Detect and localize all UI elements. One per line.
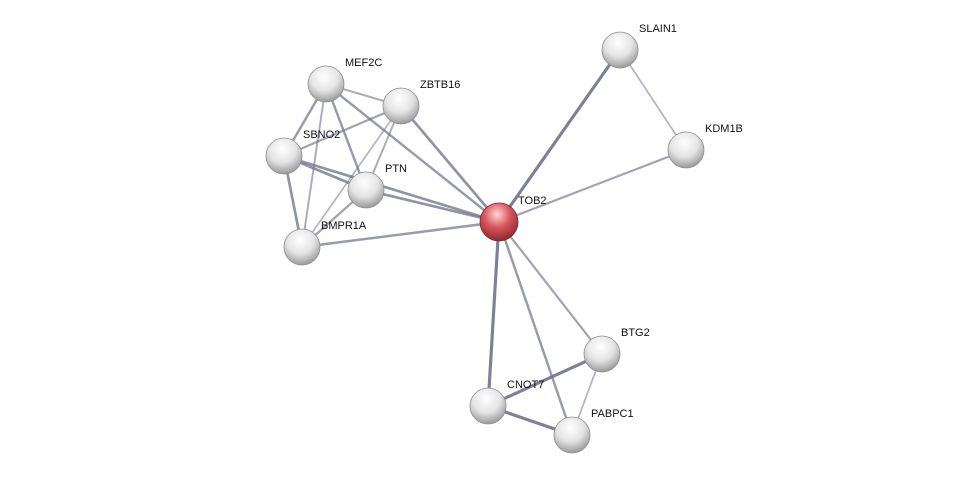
edge-zbtb16-bmpr1a[interactable] (301, 105, 402, 248)
node-label: ZBTB16 (420, 79, 460, 91)
node-sphere[interactable] (553, 416, 591, 454)
edge-tob2-ptn[interactable] (365, 188, 500, 224)
node-sbno2[interactable]: SBNO2 (265, 129, 340, 175)
node-sphere[interactable] (283, 228, 321, 266)
node-tob2[interactable]: TOB2 (479, 195, 547, 242)
node-btg2[interactable]: BTG2 (583, 327, 650, 373)
node-mef2c[interactable]: MEF2C (307, 57, 382, 103)
edge-tob2-slain1[interactable] (497, 49, 622, 223)
node-sphere[interactable] (601, 31, 639, 69)
node-label: KDM1B (705, 123, 743, 135)
node-sphere[interactable] (307, 65, 345, 103)
node-sphere[interactable] (667, 131, 705, 169)
node-slain1[interactable]: SLAIN1 (601, 23, 677, 69)
edge-mef2c-ptn[interactable] (324, 83, 368, 191)
node-ptn[interactable]: PTN (347, 163, 407, 209)
edge-tob2-sbno2[interactable] (283, 154, 500, 224)
node-label: BMPR1A (321, 220, 367, 232)
node-sphere[interactable] (265, 137, 303, 175)
node-label: PTN (385, 163, 407, 175)
node-label: TOB2 (518, 195, 547, 207)
node-sphere[interactable] (469, 387, 507, 425)
node-label: SBNO2 (303, 129, 340, 141)
edge-zbtb16-sbno2[interactable] (283, 104, 402, 158)
edge-tob2-pabpc1[interactable] (497, 221, 574, 436)
edge-cnot7-btg2[interactable] (487, 352, 603, 408)
node-label: PABPC1 (591, 408, 634, 420)
node-kdm1b[interactable]: KDM1B (667, 123, 743, 169)
node-label: SLAIN1 (639, 23, 677, 35)
node-cnot7[interactable]: CNOT7 (469, 379, 544, 425)
edge-tob2-kdm1b[interactable] (498, 148, 687, 224)
node-label: MEF2C (345, 57, 382, 69)
edge-tob2-cnot7[interactable] (486, 221, 501, 407)
edge-mef2c-bmpr1a[interactable] (301, 83, 327, 248)
node-sphere[interactable] (583, 335, 621, 373)
node-pabpc1[interactable]: PABPC1 (553, 408, 634, 454)
node-label: BTG2 (621, 327, 650, 339)
node-zbtb16[interactable]: ZBTB16 (382, 79, 460, 125)
edge-tob2-bmpr1a[interactable] (301, 220, 500, 249)
node-label: CNOT7 (507, 379, 544, 391)
node-bmpr1a[interactable]: BMPR1A (283, 220, 367, 266)
node-sphere[interactable] (479, 202, 519, 242)
edge-tob2-zbtb16[interactable] (399, 105, 501, 223)
edge-tob2-mef2c[interactable] (325, 83, 500, 223)
edge-slain1-kdm1b[interactable] (619, 49, 687, 151)
edge-tob2-btg2[interactable] (498, 221, 603, 355)
node-sphere[interactable] (382, 87, 420, 125)
node-sphere[interactable] (347, 171, 385, 209)
